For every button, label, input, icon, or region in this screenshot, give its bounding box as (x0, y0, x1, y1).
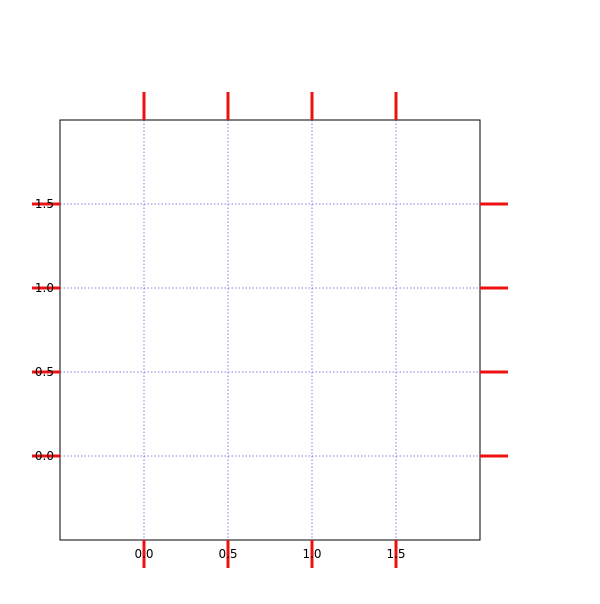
y-tick-label: 0.5 (35, 365, 54, 379)
x-tick-label: 0.0 (134, 547, 153, 561)
x-tick-label: 0.5 (218, 547, 237, 561)
y-tick-label: 1.0 (35, 281, 54, 295)
tick-layer (32, 92, 508, 568)
y-tick-label: 1.5 (35, 197, 54, 211)
y-tick-label: 0.0 (35, 449, 54, 463)
plot-area-background (60, 120, 480, 540)
x-tick-label: 1.0 (302, 547, 321, 561)
tick-label-layer: 0.0 0.5 1.0 1.5 0.0 0.5 1.0 1.5 (35, 197, 406, 561)
grid-layer (60, 120, 480, 540)
plot-frame (59, 119, 481, 541)
x-tick-label: 1.5 (386, 547, 405, 561)
